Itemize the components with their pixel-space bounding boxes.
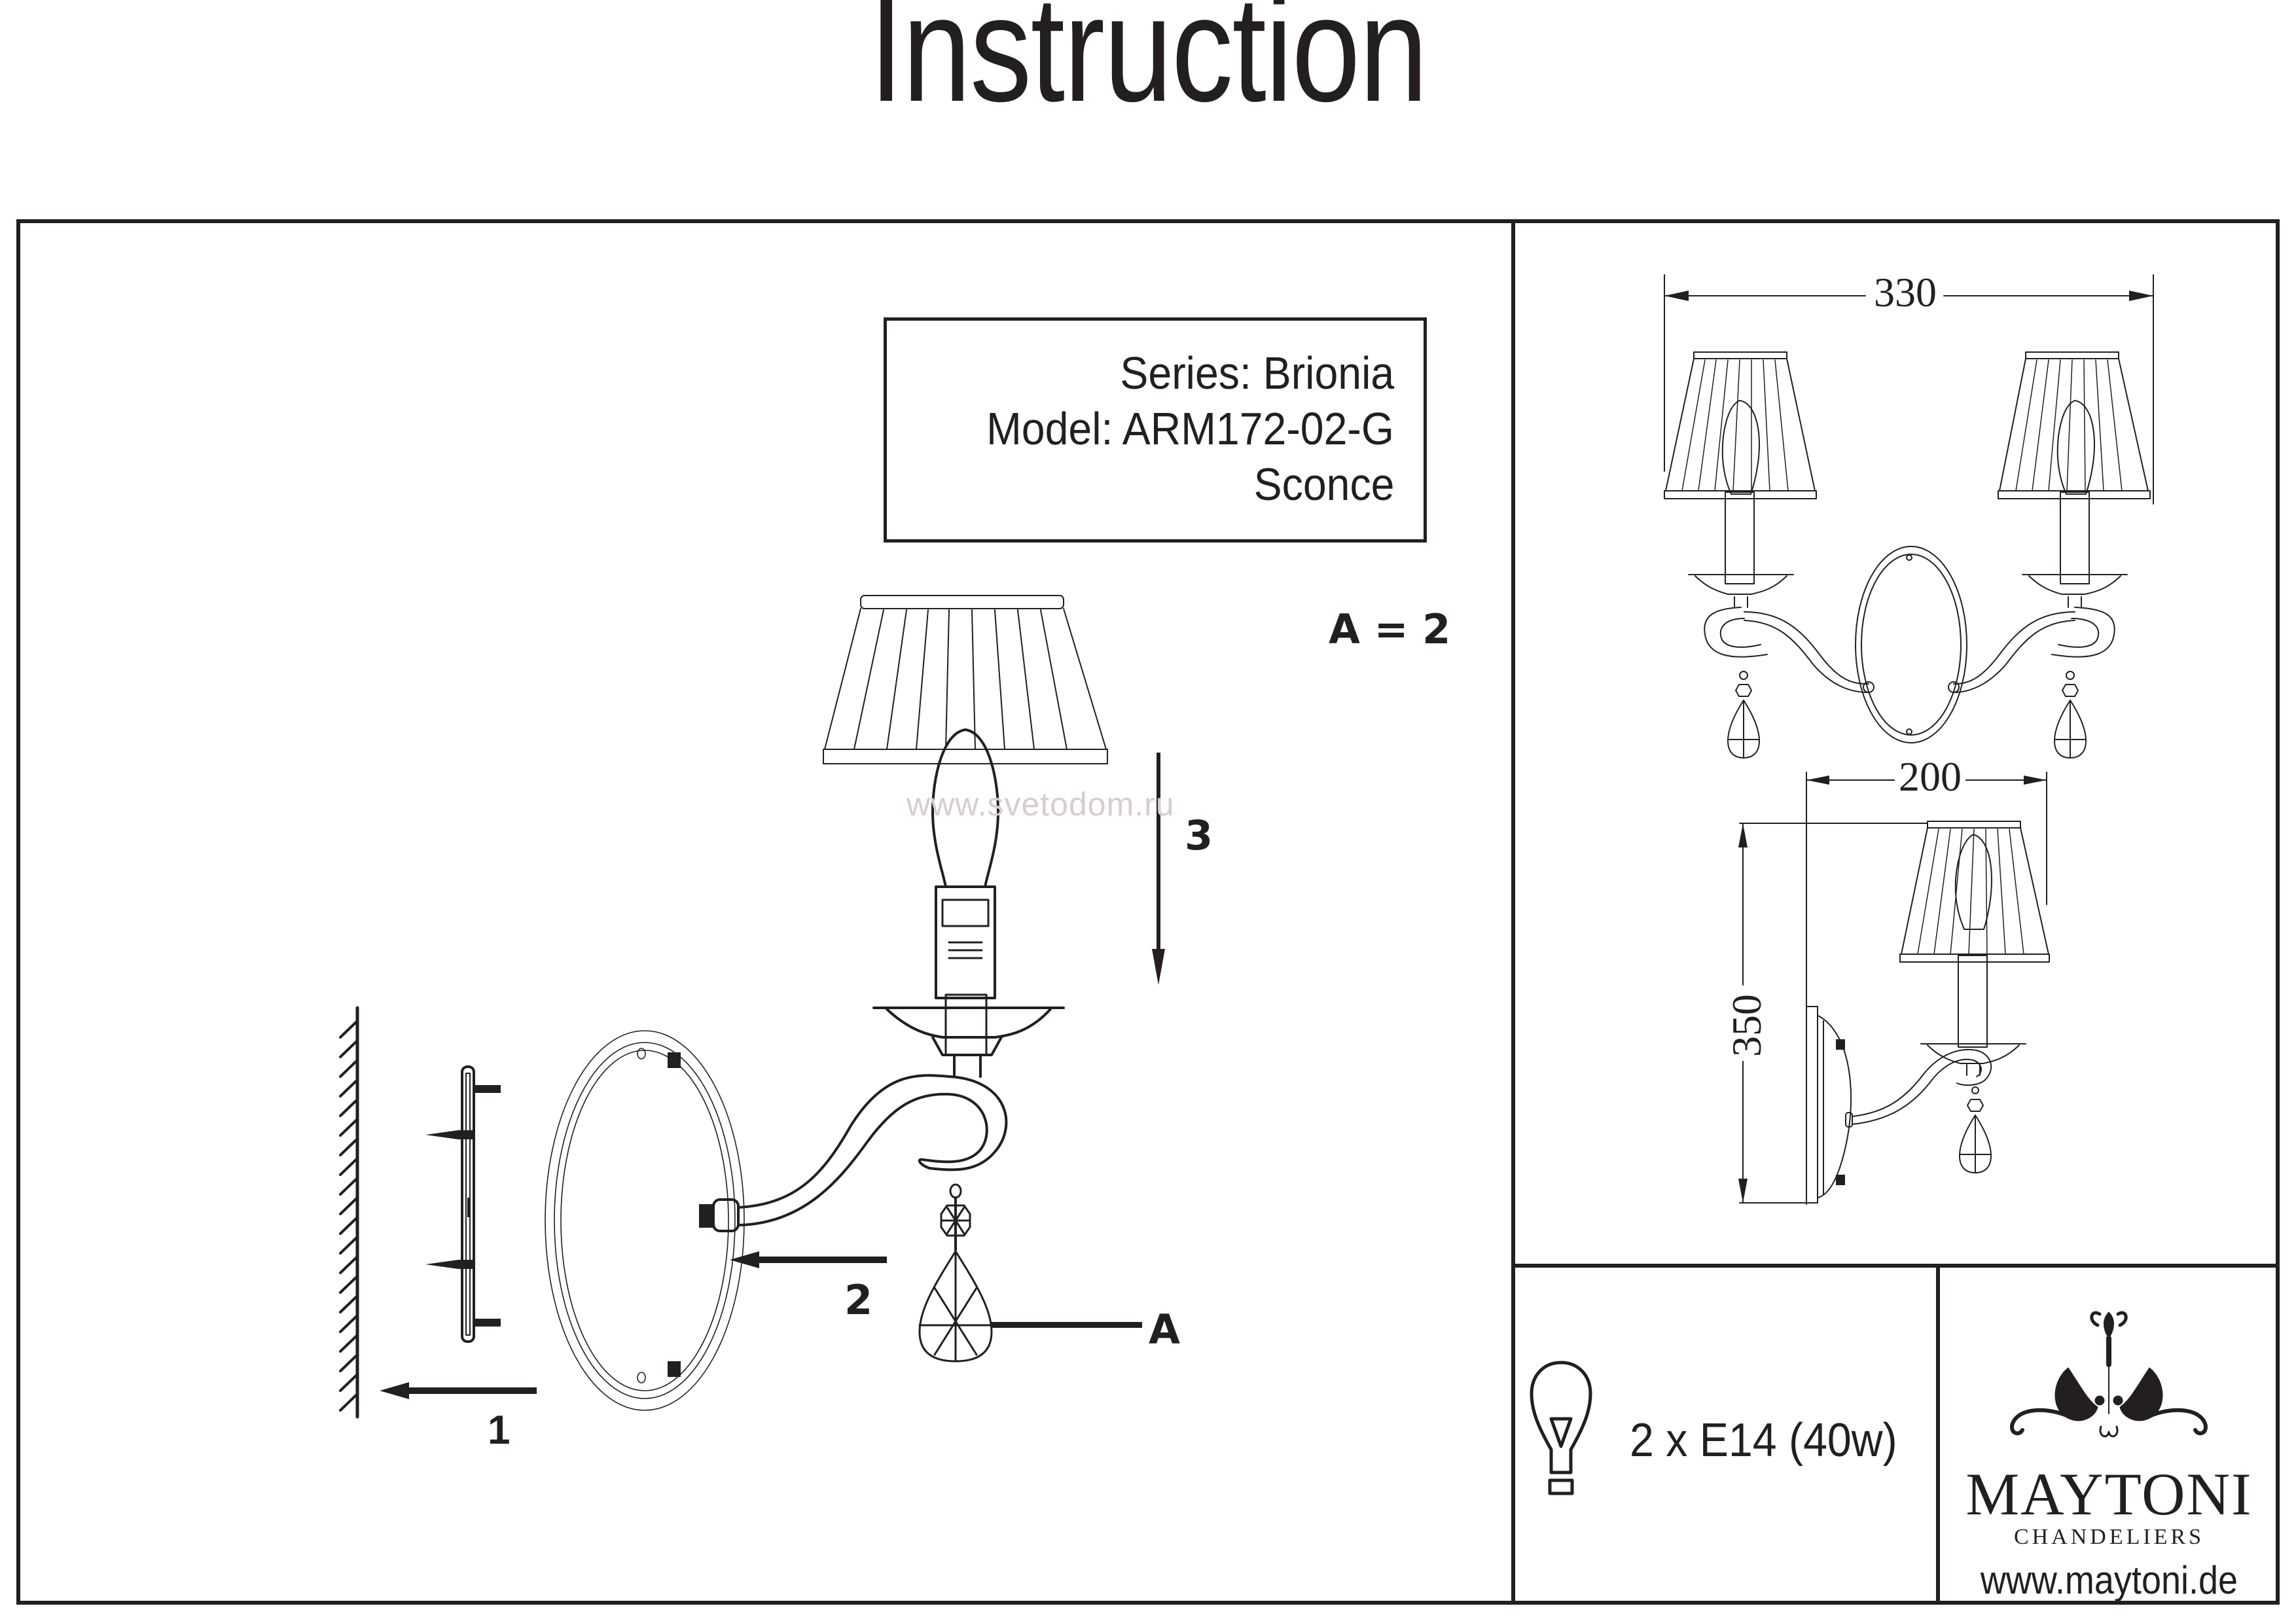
logo-divider (1936, 1264, 1940, 1603)
series-label: Series: Brionia (1120, 348, 1394, 399)
candle-socket-icon (935, 885, 996, 999)
bobeche-icon (872, 993, 1065, 1056)
product-type-label: Sconce (1253, 459, 1394, 510)
instruction-frame (16, 219, 2280, 1605)
part-quantity-label: A = 2 (1329, 605, 1451, 653)
arrow-step-3-icon (1152, 753, 1165, 985)
back-plate-icon (545, 1030, 745, 1411)
step-2-label: 2 (844, 1276, 873, 1324)
dimension-height-350: 350 (1723, 990, 1771, 1061)
arrow-step-2-icon (730, 1251, 887, 1268)
arrow-step-1-icon (380, 1382, 537, 1399)
model-label: Model: ARM172-02-G (986, 403, 1394, 454)
side-view-drawing (1738, 772, 2050, 1205)
crystal-pendant-icon (918, 1183, 993, 1363)
candle-bulb-icon (931, 728, 999, 888)
horizontal-divider (1511, 1264, 2280, 1268)
front-view-drawing (1664, 274, 2154, 758)
brand-subtitle: CHANDELIERS (2013, 1525, 2205, 1549)
dimension-width-330: 330 (1870, 268, 1941, 317)
dimension-depth-200: 200 (1895, 753, 1965, 801)
lamp-spec-text: 2 x E14 (40w) (1630, 1414, 1897, 1467)
part-a-label: A (1149, 1306, 1180, 1353)
light-bulb-icon (1530, 1361, 1592, 1495)
step-1-label: 1 (488, 1408, 511, 1453)
watermark: www.svetodom.ru (906, 786, 1175, 823)
part-a-leader-line (992, 1322, 1142, 1328)
vertical-divider (1511, 219, 1515, 1603)
brand-name: MAYTONI (1965, 1461, 2253, 1527)
lamp-arm-icon (699, 1054, 1008, 1232)
brand-url-link[interactable]: www.maytoni.de (1980, 1558, 2238, 1602)
lamp-shade-icon (823, 595, 1108, 764)
page-title: Instruction (869, 0, 1428, 133)
wall-hatch-icon (339, 1006, 359, 1419)
step-3-label: 3 (1185, 812, 1213, 859)
chandelier-ornament-icon (2010, 1311, 2208, 1438)
product-info-box: Series: Brionia Model: ARM172-02-G Sconc… (884, 317, 1427, 543)
mounting-bracket-icon (425, 1065, 501, 1343)
